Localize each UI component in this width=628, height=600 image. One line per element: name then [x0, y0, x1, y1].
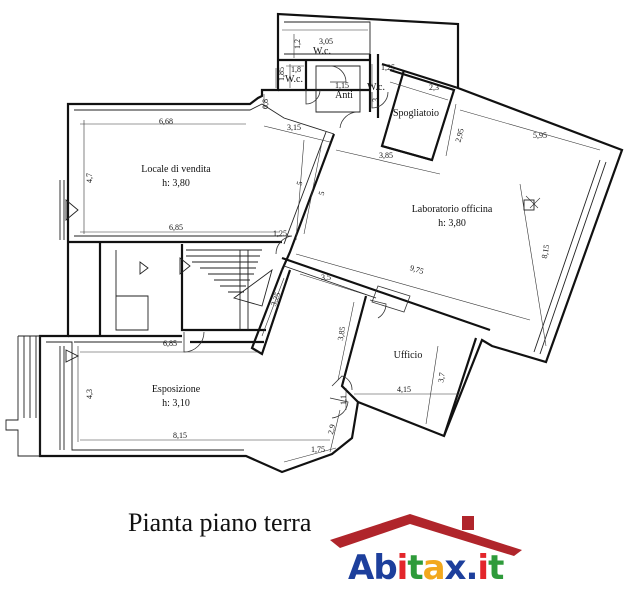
dim-label: 0,8 — [261, 99, 270, 109]
dim-label: 3,85 — [336, 326, 347, 341]
dim-label: 1,2 — [293, 39, 302, 49]
room-height-laboratorio: h: 3,80 — [438, 218, 466, 229]
room-name-laboratorio: Laboratorio officina — [412, 204, 493, 215]
dim-label: 5,95 — [533, 131, 547, 140]
dim-label: 1,85 — [277, 67, 286, 81]
interior-walls — [59, 21, 607, 450]
dim-label: 2,9 — [326, 423, 337, 435]
dim-label: 1,25 — [381, 63, 395, 72]
room-name-esposizione: Esposizione — [152, 384, 201, 395]
doors — [183, 65, 411, 419]
logo-letter: . — [465, 548, 478, 588]
dim-label: 8,15 — [540, 244, 551, 259]
logo-letter: a — [422, 548, 446, 588]
room-name-ufficio: Ufficio — [394, 350, 423, 361]
dim-label: 8,15 — [173, 431, 187, 440]
dim-label: 9,75 — [409, 263, 425, 276]
dim-label: 6,68 — [159, 117, 173, 126]
logo-letter: i — [477, 548, 489, 588]
dim-label: 3,85 — [379, 151, 393, 160]
logo-letter: x — [444, 548, 467, 588]
dim-label: 5 — [317, 190, 327, 196]
room-name-locale: Locale di vendita — [141, 164, 211, 175]
dim-label: 3,7 — [436, 372, 447, 383]
abitax-logo[interactable]: Abitax.it — [348, 548, 504, 588]
logo-roof-icon — [330, 514, 522, 556]
logo-letter: A — [348, 548, 374, 588]
dim-label: 3,5 — [321, 273, 331, 282]
plan-caption: Pianta piano terra — [128, 508, 312, 537]
dimension-labels: 6,68 4,7 6,85 3,15 5 5 1,25 3,85 5,95 2,… — [85, 37, 551, 454]
room-name-anti: Anti — [335, 90, 353, 101]
room-height-locale: h: 3,80 — [162, 178, 190, 189]
outer-walls — [5, 12, 624, 474]
logo-letter: t — [488, 548, 504, 588]
room-name-spogliatoio: Spogliatoio — [393, 108, 439, 119]
room-height-esposizione: h: 3,10 — [162, 398, 190, 409]
logo-letter: t — [407, 548, 423, 588]
dimension-lines — [77, 29, 601, 463]
dim-label: 2,95 — [453, 127, 465, 143]
room-name-wc-2: W.c. — [285, 74, 303, 85]
dim-label: 3 — [371, 98, 380, 102]
dim-label: 3,15 — [287, 123, 301, 132]
dim-label: 1,1 — [339, 395, 348, 405]
dim-label: 4,3 — [85, 389, 94, 399]
logo-letter: b — [373, 548, 397, 588]
logo-letter: i — [396, 548, 409, 588]
window-markers — [65, 199, 535, 363]
room-name-wc-1: W.c. — [313, 46, 331, 57]
dim-label: 2,3 — [429, 83, 439, 92]
dim-label: 4,15 — [397, 385, 411, 394]
dim-label: 6,85 — [169, 223, 183, 232]
dim-label: 6,85 — [163, 339, 177, 348]
dim-label: 1,8 — [291, 65, 301, 74]
dim-label: 3,25 — [269, 291, 282, 307]
dim-label: 1,15 — [335, 81, 349, 90]
room-name-wc-3: W.c. — [367, 82, 385, 93]
room-labels: Locale di vendita h: 3,80 Laboratorio of… — [141, 46, 493, 409]
dim-label: 4,7 — [85, 173, 94, 183]
dim-label: 5 — [295, 180, 305, 186]
dim-label: 1,75 — [311, 445, 325, 454]
dim-label: 3,05 — [319, 37, 333, 46]
dim-label: 1,25 — [273, 229, 287, 238]
